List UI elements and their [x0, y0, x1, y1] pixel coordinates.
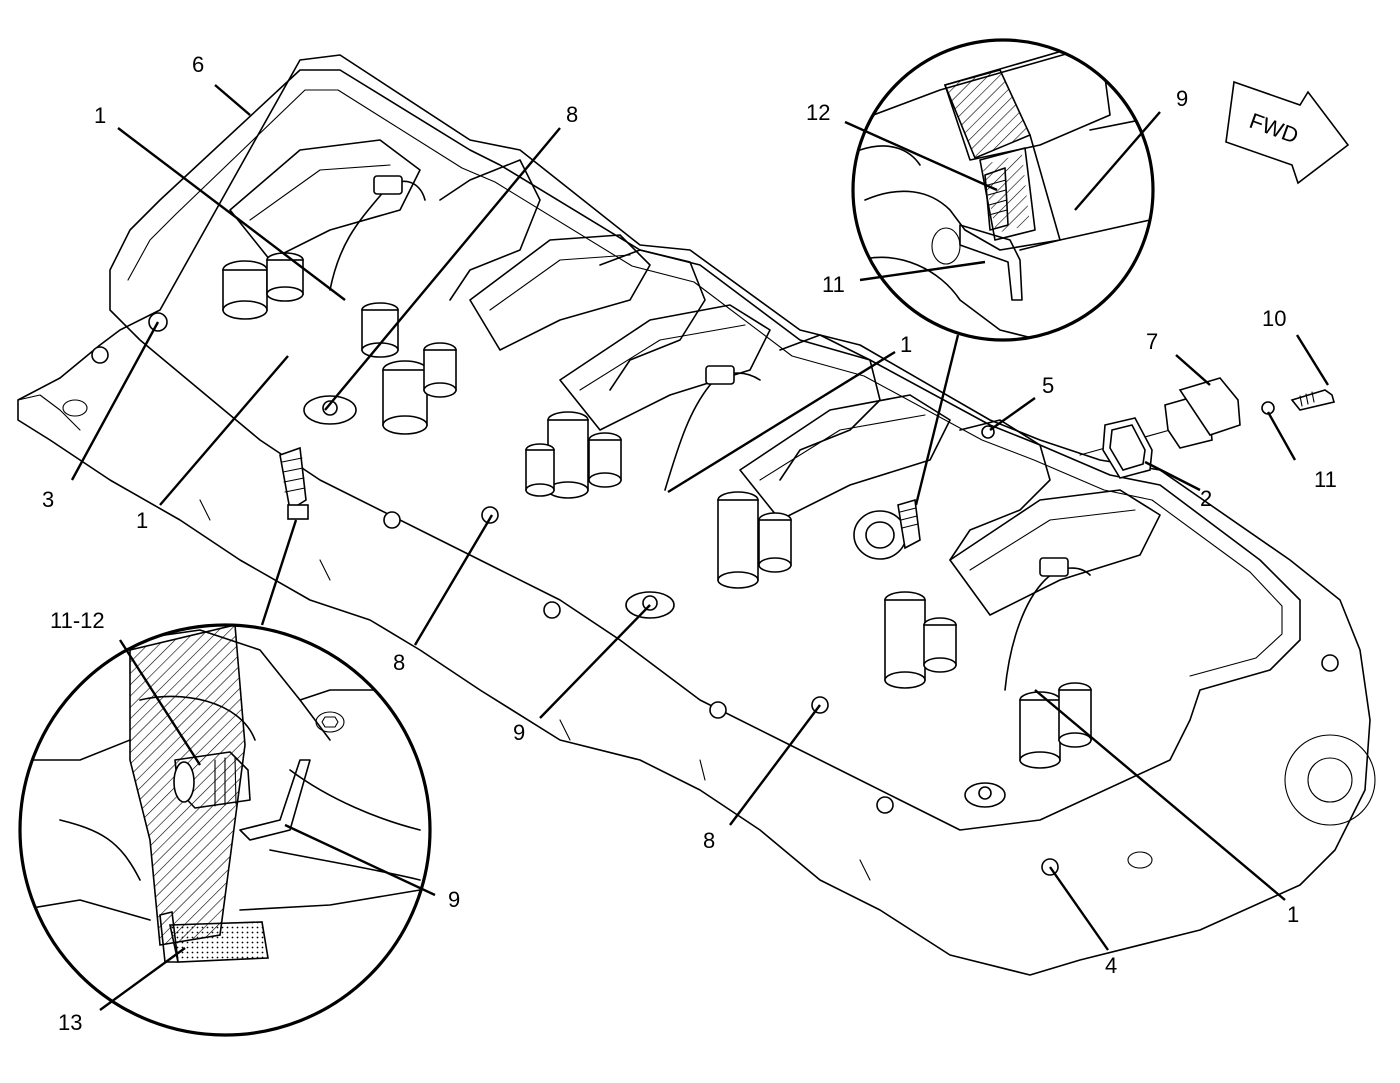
forward-direction-arrow: FWD: [1225, 80, 1350, 185]
callout-8: 8: [703, 828, 715, 853]
callout-8: 8: [393, 650, 405, 675]
detail-circle-lower: [18, 519, 432, 1037]
cylinder-head-assembly: [17, 54, 1376, 976]
callout-1: 1: [94, 103, 106, 128]
sensor-flange: [1178, 377, 1241, 436]
rocker-group-2: [303, 234, 651, 435]
detail-circle-outline-lower: [18, 623, 432, 1037]
callout-1: 1: [136, 508, 148, 533]
bolt: [1290, 389, 1335, 411]
detail-circle-outline: [851, 38, 1155, 342]
callout-11: 11: [1314, 467, 1337, 492]
rocker-group-4: [717, 394, 951, 589]
callout-2: 2: [1200, 486, 1212, 511]
sealant-pad: [169, 921, 269, 963]
rocker-group-5: [884, 489, 1161, 808]
callout-6: 6: [192, 52, 204, 77]
callout-5: 5: [1042, 373, 1054, 398]
callout-3: 3: [42, 487, 54, 512]
callout-10: 10: [1262, 306, 1286, 331]
callout-1: 1: [900, 332, 912, 357]
detail-circle-upper: [851, 38, 1155, 506]
callout-13: 13: [58, 1010, 82, 1035]
callout-7: 7: [1146, 329, 1158, 354]
callout-8: 8: [566, 102, 578, 127]
callout-11-12: 11-12: [50, 608, 105, 633]
callout-12: 12: [806, 100, 830, 125]
callout-labels: 6 1 8 12 9 11 10 7 5 1 11 2 3 1 8 9 11-1…: [42, 52, 1337, 1035]
leader-lines: [70, 84, 1330, 1011]
callout-4: 4: [1105, 953, 1117, 978]
callout-9: 9: [448, 887, 460, 912]
callout-9: 9: [513, 720, 525, 745]
rocker-group-3: [525, 304, 771, 619]
rocker-group-1: [222, 139, 426, 358]
callout-1: 1: [1287, 902, 1299, 927]
callout-11: 11: [822, 272, 845, 297]
callout-9: 9: [1176, 86, 1188, 111]
sensor-parts: [1079, 377, 1335, 479]
